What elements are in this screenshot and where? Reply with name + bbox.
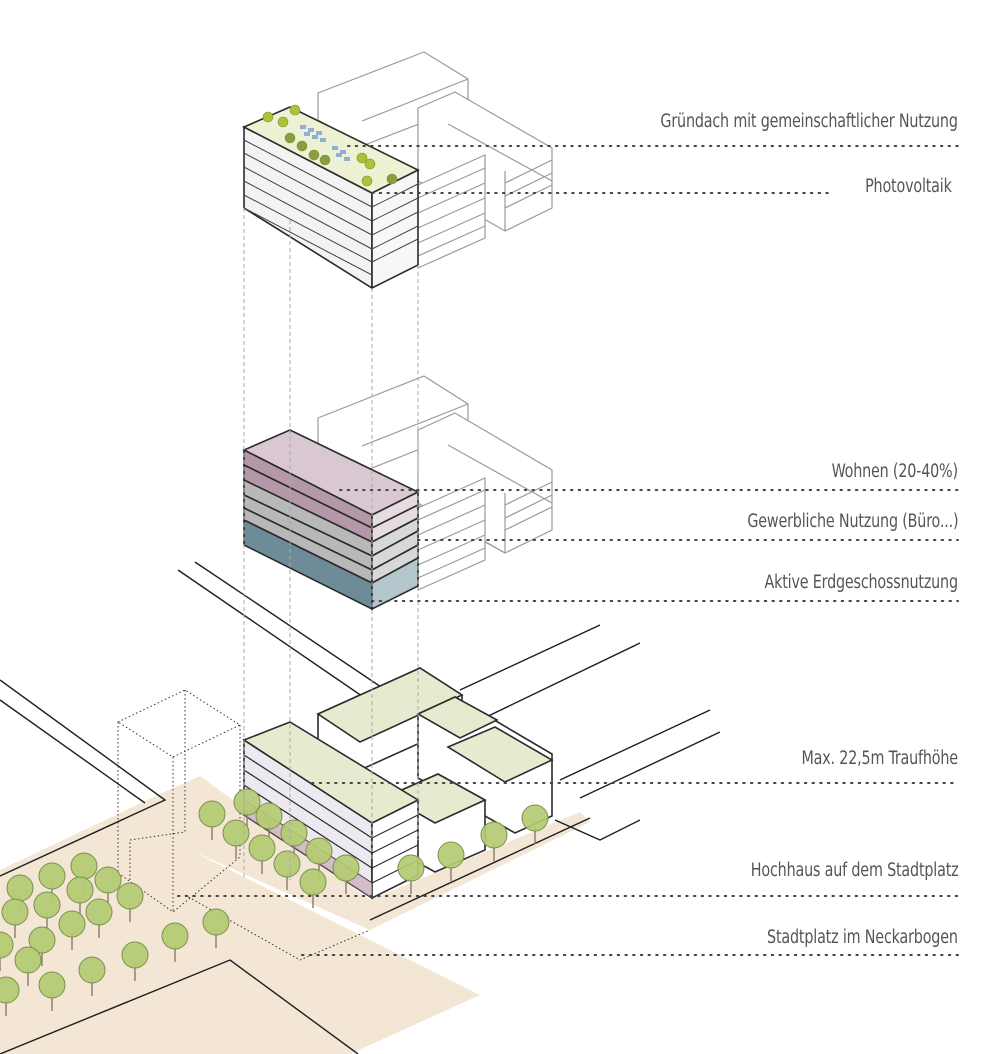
tree-icon xyxy=(1,898,29,938)
tree-icon xyxy=(0,976,20,1016)
tree-icon xyxy=(116,882,144,922)
ground-plane xyxy=(0,561,721,1054)
road-line xyxy=(0,959,359,1054)
tree-icon xyxy=(480,821,508,861)
tree-icon xyxy=(248,834,276,874)
tree-icon xyxy=(28,926,56,966)
green-roof xyxy=(242,106,420,194)
label-gruendach: Gründach mit gemeinschaftlicher Nutzung xyxy=(660,111,959,132)
road-line xyxy=(0,679,167,877)
tree-icon xyxy=(233,788,261,828)
road-line xyxy=(459,624,601,691)
road-line xyxy=(0,699,146,804)
label-stadtplatz: Stadtplatz im Neckarbogen xyxy=(767,927,958,948)
road-line xyxy=(559,709,711,781)
road-line xyxy=(479,642,641,721)
top-building-block xyxy=(242,51,553,290)
label-gewerbe: Gewerbliche Nutzung (Büro...) xyxy=(746,511,958,532)
label-photovoltaik: Photovoltaik xyxy=(863,176,952,197)
tree-icon xyxy=(273,850,301,890)
tree-icon xyxy=(66,876,94,916)
tree-icon xyxy=(222,819,250,859)
label-wohnen: Wohnen (20-40%) xyxy=(831,461,959,482)
projection-lines xyxy=(243,208,419,880)
tree-icon xyxy=(58,910,86,950)
roof-trees xyxy=(262,104,398,187)
tree-icon xyxy=(397,854,425,894)
stadtplatz-plaza xyxy=(0,794,480,1054)
photovoltaik-panels xyxy=(300,125,350,161)
tree-icon xyxy=(0,931,14,971)
plaza-strip-building xyxy=(160,776,590,930)
tree-icon xyxy=(161,922,189,962)
label-erdgeschoss: Aktive Erdgeschossnutzung xyxy=(764,572,959,593)
tree-icon xyxy=(85,898,113,938)
road-line xyxy=(579,731,721,799)
tree-icon xyxy=(78,956,106,996)
leader-lines xyxy=(177,145,959,956)
tree-group xyxy=(0,788,549,1016)
tree-icon xyxy=(38,971,66,1011)
tree-icon xyxy=(437,841,465,881)
tree-icon xyxy=(521,804,549,844)
label-hochhaus: Hochhaus auf dem Stadtplatz xyxy=(750,860,958,881)
tree-icon xyxy=(14,946,42,986)
tree-icon xyxy=(202,908,230,948)
tree-icon xyxy=(332,854,360,894)
tree-icon xyxy=(198,800,226,840)
road-line xyxy=(194,561,391,694)
label-traufhoehe: Max. 22,5m Traufhöhe xyxy=(801,748,959,769)
tree-icon xyxy=(299,868,327,908)
tree-icon xyxy=(94,866,122,906)
road-line xyxy=(369,817,591,921)
road-line xyxy=(177,569,376,706)
tree-icon xyxy=(121,941,149,981)
